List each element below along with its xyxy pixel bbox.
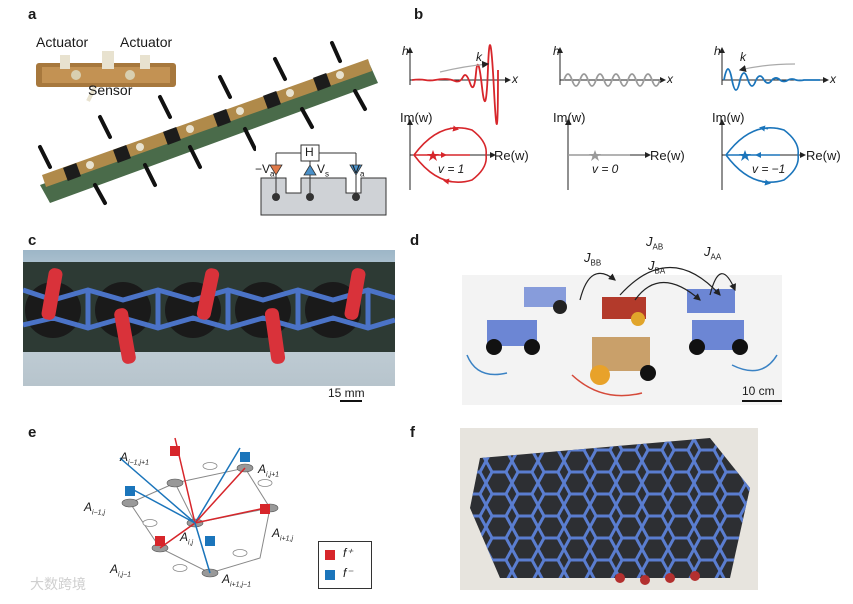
- panel-label-c: c: [28, 232, 37, 249]
- b2-h-label: h: [553, 44, 560, 58]
- unit-cell-image: [36, 51, 176, 102]
- panel-d-scale-label: 10 cm: [742, 384, 775, 398]
- panel-label-b: b: [414, 6, 424, 23]
- panel-b-plots: [400, 30, 840, 200]
- j-ab-label: JAB: [646, 234, 664, 252]
- b3-im-label: Im(w): [712, 110, 745, 125]
- chain-image: [38, 41, 378, 205]
- panel-c-photo: [23, 250, 395, 386]
- a-left-label: Ai−1,j: [84, 500, 106, 517]
- b2-re-label: Re(w): [650, 148, 685, 163]
- complex-plot-positive: [407, 119, 496, 190]
- non-hermitian-wave-plots: [407, 44, 829, 190]
- legend-minus-swatch: [325, 570, 335, 580]
- robotic-metamaterial-chain-image: [36, 41, 391, 223]
- j-bb-label: JBB: [584, 250, 602, 268]
- complex-plot-negative: [719, 119, 806, 190]
- legend-plus-swatch: [325, 550, 335, 560]
- panel-label-a: a: [28, 6, 37, 23]
- actuator-left-label: Actuator: [36, 34, 89, 50]
- panel-label-d: d: [410, 232, 420, 249]
- b3-k-label: k: [740, 50, 746, 64]
- circuit-H-label: H: [305, 145, 314, 159]
- b2-im-label: Im(w): [553, 110, 586, 125]
- wave-plot-positive: [407, 44, 511, 125]
- mechanical-metamaterial-image: [23, 262, 395, 364]
- b1-im-label: Im(w): [400, 110, 433, 125]
- b1-v-label: v = 1: [438, 162, 465, 176]
- panel-f-photo: [460, 428, 758, 590]
- panel-e-legend: f⁺ f⁻: [318, 541, 372, 589]
- b2-x-label: x: [667, 72, 673, 86]
- b3-h-label: h: [714, 44, 721, 58]
- b1-x-label: x: [512, 72, 518, 86]
- b1-k-label: k: [476, 50, 482, 64]
- panel-a-photo: [20, 25, 395, 225]
- robot-1: [486, 320, 540, 355]
- actuator-right-label: Actuator: [120, 34, 173, 50]
- panel-e-lattice-diagram: [119, 437, 279, 578]
- panel-d-photo: [462, 275, 782, 405]
- robot-2: [524, 287, 567, 314]
- a-bottom-label: Ai+1,j−1: [222, 572, 252, 589]
- complex-plot-neutral: [565, 119, 651, 190]
- a-center-label: Ai,j: [180, 530, 194, 547]
- b2-v-label: v = 0: [592, 162, 619, 176]
- j-aa-label: JAA: [704, 244, 722, 262]
- j-ba-label: JBA: [648, 258, 666, 276]
- va-left-label: −Va: [255, 162, 275, 179]
- hexagonal-robotic-lattice-image: [460, 428, 758, 590]
- robot-5: [689, 320, 748, 355]
- b1-h-label: h: [402, 44, 409, 58]
- vs-label: Vs: [317, 162, 330, 179]
- panel-c-scalebar: [340, 400, 362, 402]
- a-top-label: Ai−1,j+1: [120, 450, 150, 467]
- wave-plot-neutral: [557, 47, 666, 87]
- circuit-schematic: [256, 143, 391, 223]
- b1-re-label: Re(w): [494, 148, 529, 163]
- b3-x-label: x: [830, 72, 836, 86]
- va-right-label: Va: [352, 162, 365, 179]
- b3-re-label: Re(w): [806, 148, 841, 163]
- panel-c-scale-label: 15 mm: [328, 386, 365, 400]
- b3-v-label: v = −1: [752, 162, 786, 176]
- sensor-label: Sensor: [88, 82, 133, 98]
- panel-label-e: e: [28, 424, 37, 441]
- panel-d-scalebar: [742, 400, 782, 402]
- robot-swarm-image: [466, 287, 778, 397]
- coupling-arrows: [579, 266, 736, 301]
- legend-minus-label: f⁻: [343, 566, 353, 580]
- legend-plus-label: f⁺: [343, 546, 353, 560]
- robot-6: [590, 337, 656, 385]
- watermark-text: 大数跨境: [30, 576, 86, 592]
- robot-3: [602, 297, 646, 326]
- wave-plot-negative: [719, 47, 829, 91]
- panel-label-f: f: [410, 424, 415, 441]
- a-right-label: Ai+1,j: [272, 526, 294, 543]
- a-tr-label: Ai,j+1: [258, 462, 280, 479]
- a-bl-label: Ai,j−1: [110, 562, 132, 579]
